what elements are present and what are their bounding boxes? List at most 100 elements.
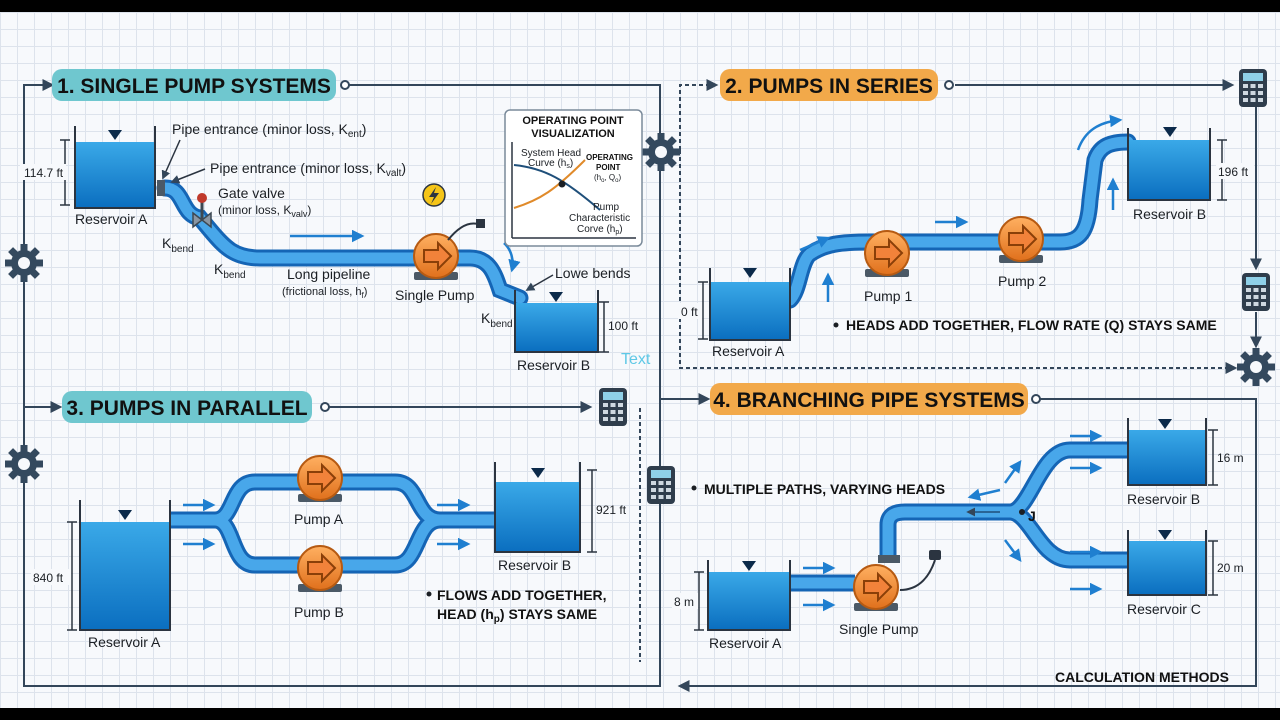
section-4-title: 4. BRANCHING PIPE SYSTEMS bbox=[710, 383, 1028, 415]
gear-icon bbox=[5, 244, 43, 282]
connector-to-s2 bbox=[679, 79, 719, 150]
pump-1 bbox=[864, 230, 910, 278]
section-1-title: 1. SINGLE PUMP SYSTEMS bbox=[52, 69, 336, 101]
connector-s4-loop bbox=[677, 398, 1257, 692]
flow-connectors bbox=[23, 79, 1262, 692]
gate-valve-label: Gate valve bbox=[218, 185, 285, 201]
gear-icon bbox=[5, 445, 43, 483]
diagram-svg: 1. SINGLE PUMP SYSTEMS 2. PUMPS IN SERIE… bbox=[5, 69, 1275, 692]
connector-s1-right bbox=[345, 84, 661, 140]
svg-text:Curve (hs): Curve (hs) bbox=[528, 158, 573, 170]
svg-text:OPERATING: OPERATING bbox=[586, 153, 633, 162]
branching-pipe-system: 8 m Reservoir A Single Pump J 16 m Reser… bbox=[672, 418, 1244, 685]
operating-point-marker bbox=[558, 180, 566, 188]
branch-reservoir-a-water bbox=[709, 572, 789, 629]
reservoir-a-height: 114.7 ft bbox=[24, 166, 64, 180]
pipeline-loss-label: (frictional loss, hf) bbox=[282, 286, 367, 300]
section-1-title-text: 1. SINGLE PUMP SYSTEMS bbox=[57, 75, 331, 98]
parallel-height-b: 921 ft bbox=[596, 503, 627, 517]
system-curve bbox=[513, 159, 586, 209]
connector-to-s4 bbox=[659, 393, 711, 470]
reservoir-a-water bbox=[76, 142, 154, 207]
section-2-title: 2. PUMPS IN SERIES bbox=[720, 69, 938, 101]
calculator-icon bbox=[1239, 69, 1267, 107]
reservoir-a-label: Reservoir A bbox=[75, 211, 148, 227]
calculator-icon bbox=[1242, 273, 1270, 311]
branch-reservoir-a-label: Reservoir A bbox=[709, 635, 782, 651]
pumps-in-parallel: 840 ft Reservoir A Pump A Pump B 921 ft … bbox=[31, 455, 627, 650]
section-2-pill bbox=[720, 69, 938, 101]
calculation-methods-label: CALCULATION METHODS bbox=[1055, 669, 1229, 685]
branch-reservoir-c-water bbox=[1129, 541, 1205, 594]
series-note: HEADS ADD TOGETHER, FLOW RATE (Q) STAYS … bbox=[846, 317, 1217, 333]
section-2-title-text: 2. PUMPS IN SERIES bbox=[725, 75, 933, 98]
branch-pump-label: Single Pump bbox=[839, 621, 919, 637]
gear-icon bbox=[642, 133, 680, 171]
calculator-icon bbox=[647, 466, 675, 504]
pump-curve bbox=[513, 164, 601, 211]
pump-b bbox=[297, 545, 343, 593]
connector-left-top bbox=[23, 79, 55, 245]
diagram-canvas: 1. SINGLE PUMP SYSTEMS 2. PUMPS IN SERIE… bbox=[0, 12, 1280, 708]
lowe-bends-label: Lowe bends bbox=[555, 265, 631, 281]
single-pump bbox=[413, 233, 459, 281]
parallel-reservoir-a-label: Reservoir A bbox=[88, 634, 161, 650]
branch-reservoir-b-label: Reservoir B bbox=[1127, 491, 1200, 507]
plug-icon bbox=[476, 219, 485, 228]
parallel-reservoir-a-water bbox=[81, 522, 169, 629]
branch-height-b: 16 m bbox=[1217, 451, 1244, 465]
branch-reservoir-c-label: Reservoir C bbox=[1127, 601, 1201, 617]
svg-text:System Head: System Head bbox=[521, 148, 581, 159]
section-1-pill bbox=[52, 69, 336, 101]
op-title-1: OPERATING POINT bbox=[522, 115, 624, 127]
reservoir-b-water bbox=[516, 303, 597, 351]
pipeline-label: Long pipeline bbox=[287, 266, 371, 282]
branch-reservoir-b-water bbox=[1129, 430, 1205, 484]
gate-valve bbox=[192, 193, 212, 229]
parallel-height-a: 840 ft bbox=[33, 571, 64, 585]
operating-point-inset: OPERATING POINT VISUALIZATION System Hea… bbox=[504, 109, 643, 247]
series-height-a: 0 ft bbox=[681, 305, 698, 319]
calculator-icon bbox=[599, 388, 627, 426]
reservoir-b-height: 100 ft bbox=[608, 319, 639, 333]
section-4-title-text: 4. BRANCHING PIPE SYSTEMS bbox=[713, 389, 1025, 412]
pump-a bbox=[297, 455, 343, 503]
gate-valve-loss: (minor loss, Kvalv) bbox=[218, 203, 311, 219]
single-pump-system: 114.7 ft Reservoir A Pipe entrance (mino… bbox=[20, 121, 651, 373]
kbend-label-3: Kbend bbox=[481, 310, 513, 330]
single-pump-label: Single Pump bbox=[395, 287, 475, 303]
entrance-label-2: Pipe entrance (minor loss, Kvalt) bbox=[210, 160, 406, 179]
svg-text:Characteristic: Characteristic bbox=[569, 213, 630, 224]
svg-text:Pump: Pump bbox=[593, 202, 620, 213]
branching-note: MULTIPLE PATHS, VARYING HEADS bbox=[704, 481, 945, 497]
branch-height-a: 8 m bbox=[674, 595, 694, 609]
op-title-2: VISUALIZATION bbox=[531, 128, 615, 140]
pump-a-label: Pump A bbox=[294, 511, 344, 527]
branch-single-pump bbox=[853, 564, 899, 612]
kbend-label-2: Kbend bbox=[214, 261, 246, 281]
branch-height-c: 20 m bbox=[1217, 561, 1244, 575]
pumps-in-series: 0 ft Reservoir A Pump 1 Pump 2 196 ft Re… bbox=[678, 114, 1254, 359]
parallel-reservoir-b-water bbox=[496, 482, 579, 551]
kbend-label-1: Kbend bbox=[162, 235, 194, 255]
series-reservoir-b-water bbox=[1129, 140, 1209, 199]
pump-b-label: Pump B bbox=[294, 604, 344, 620]
entrance-label-1: Pipe entrance (minor loss, Kent) bbox=[172, 121, 366, 140]
series-reservoir-a-label: Reservoir A bbox=[712, 343, 785, 359]
parallel-reservoir-b-label: Reservoir B bbox=[498, 557, 571, 573]
series-reservoir-a-water bbox=[711, 282, 789, 339]
pump-1-label: Pump 1 bbox=[864, 288, 912, 304]
svg-text:Corve (hp): Corve (hp) bbox=[577, 224, 623, 236]
connector-s2-bottom bbox=[679, 150, 1238, 374]
stray-text-label: Text bbox=[621, 351, 651, 368]
svg-text:POINT: POINT bbox=[596, 163, 621, 172]
section-3-title-text: 3. PUMPS IN PARALLEL bbox=[66, 397, 307, 420]
gear-icon bbox=[1237, 348, 1275, 386]
svg-text:(ho, Qo): (ho, Qo) bbox=[594, 173, 621, 184]
reservoir-b-label: Reservoir B bbox=[517, 357, 590, 373]
parallel-note-2: HEAD (hp) STAYS SAME bbox=[437, 606, 597, 625]
section-4-pill bbox=[710, 383, 1028, 415]
junction-label: J bbox=[1028, 508, 1036, 524]
parallel-note-1: FLOWS ADD TOGETHER, bbox=[437, 587, 607, 603]
plug-icon bbox=[929, 550, 941, 560]
